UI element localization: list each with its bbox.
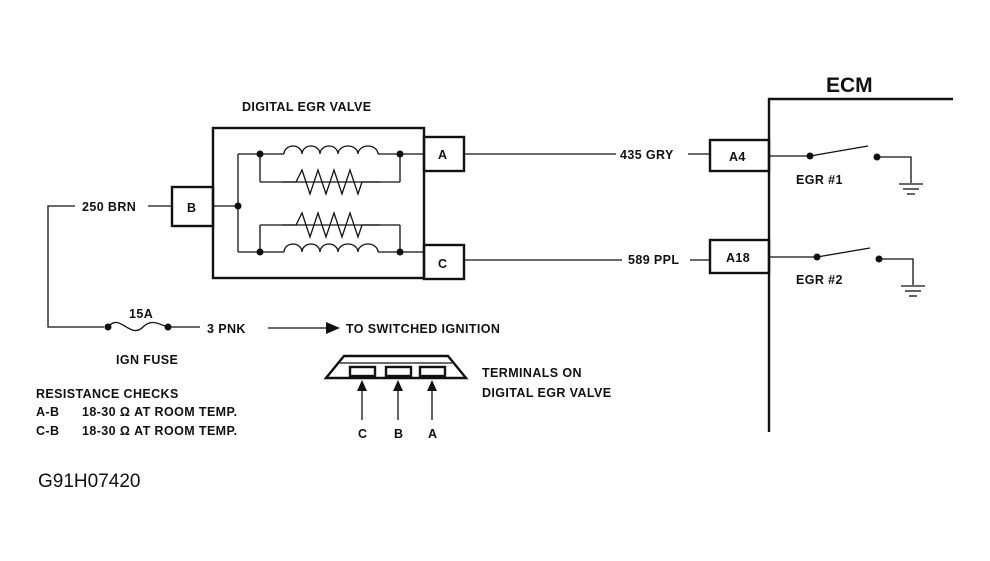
connector-pin-c: C bbox=[358, 427, 367, 441]
lower-coil-icon bbox=[283, 243, 379, 253]
valve-terminal-a-label: A bbox=[438, 148, 447, 162]
connector-pointer-arrows bbox=[357, 380, 437, 420]
ignition-label: TO SWITCHED IGNITION bbox=[346, 322, 500, 336]
fuse-name: IGN FUSE bbox=[116, 353, 178, 367]
connector-label-line1: TERMINALS ON bbox=[482, 366, 582, 380]
ecm-pin-a4-label: A4 bbox=[729, 150, 746, 164]
connector-cavities bbox=[348, 365, 447, 378]
valve-junction-dots bbox=[234, 150, 404, 256]
egr1-driver-switch bbox=[769, 145, 912, 183]
fuse-rating: 15A bbox=[129, 307, 153, 321]
valve-terminal-c-label: C bbox=[438, 257, 447, 271]
resistance-row2-value: 18-30 Ω AT ROOM TEMP. bbox=[82, 424, 238, 438]
connector-housing-icon bbox=[323, 354, 469, 380]
egr1-label: EGR #1 bbox=[796, 173, 843, 187]
wire-label-ppl: 589 PPL bbox=[628, 253, 679, 267]
resistance-row1-value: 18-30 Ω AT ROOM TEMP. bbox=[82, 405, 238, 419]
wire-label-brn: 250 BRN bbox=[82, 200, 136, 214]
ecm-pin-a18-label: A18 bbox=[726, 251, 750, 265]
egr2-driver-switch bbox=[769, 247, 914, 285]
egr2-label: EGR #2 bbox=[796, 273, 843, 287]
wire-label-pnk: 3 PNK bbox=[207, 322, 246, 336]
figure-code: G91H07420 bbox=[38, 471, 140, 492]
wire-label-gry: 435 GRY bbox=[620, 148, 674, 162]
connector-pin-b: B bbox=[394, 427, 403, 441]
fuse-icon bbox=[107, 321, 169, 332]
resistance-heading: RESISTANCE CHECKS bbox=[36, 387, 179, 401]
resistance-row1-pins: A-B bbox=[36, 405, 59, 419]
ecm-boundary bbox=[767, 97, 953, 432]
ecm-title: ECM bbox=[826, 74, 873, 97]
valve-title: DIGITAL EGR VALVE bbox=[242, 100, 372, 114]
upper-coil-icon bbox=[283, 145, 379, 155]
valve-terminal-b-label: B bbox=[187, 201, 196, 215]
resistance-row2-pins: C-B bbox=[36, 424, 59, 438]
brn-wire bbox=[47, 205, 104, 328]
upper-resistor-icon bbox=[282, 167, 380, 197]
egr1-ground-icon bbox=[899, 183, 923, 195]
egr2-ground-icon bbox=[901, 285, 925, 297]
lower-resistor-icon bbox=[282, 210, 380, 240]
connector-label-line2: DIGITAL EGR VALVE bbox=[482, 386, 612, 400]
valve-internal-wiring bbox=[213, 153, 424, 253]
connector-pin-a: A bbox=[428, 427, 437, 441]
valve-terminal-c-box bbox=[422, 243, 466, 281]
ignition-arrow-head-icon bbox=[326, 322, 340, 334]
